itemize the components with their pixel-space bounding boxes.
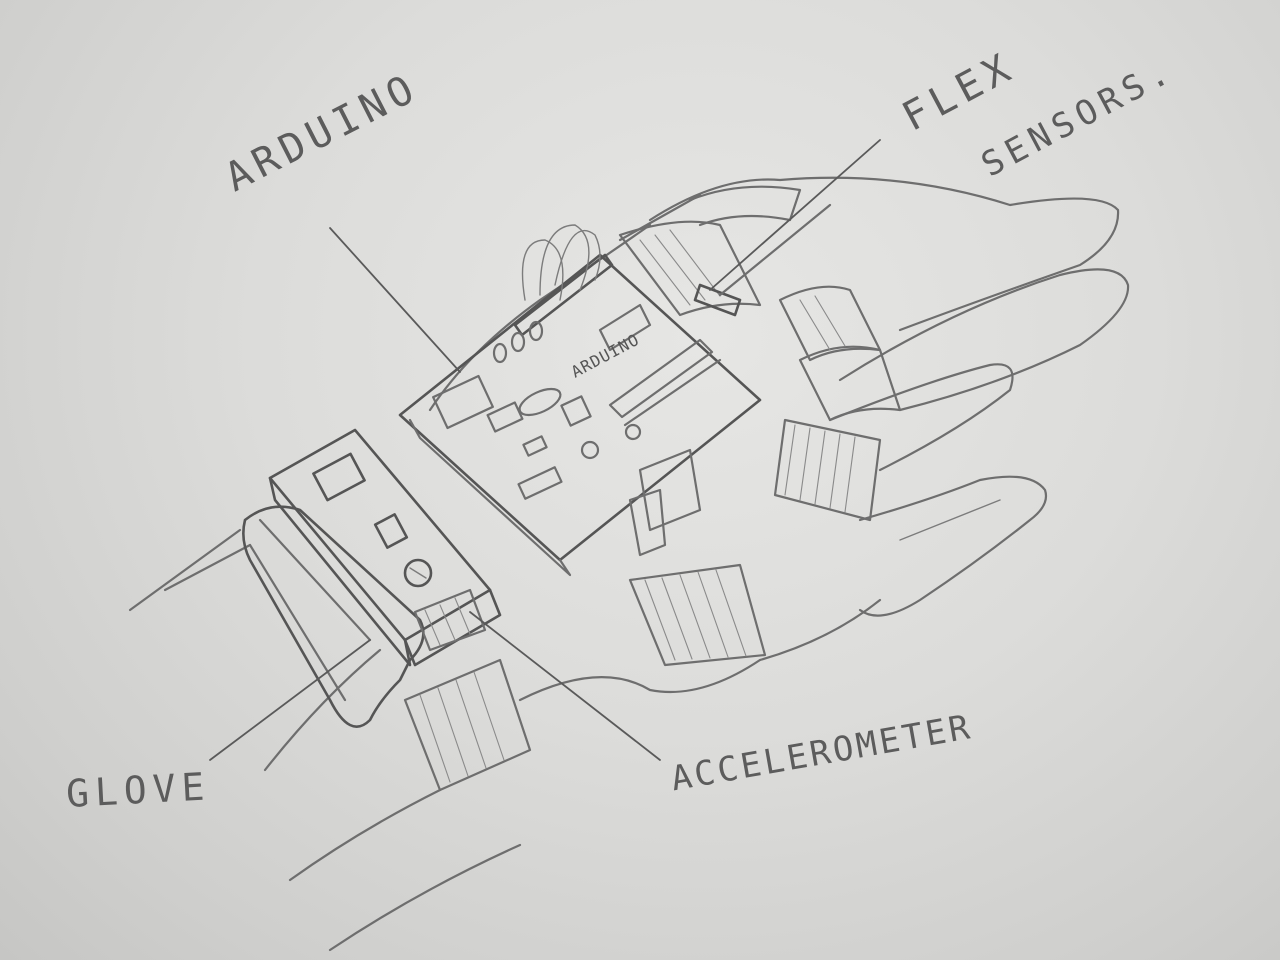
leader-accelerometer — [470, 612, 660, 760]
label-glove: GLOVE — [65, 764, 211, 815]
board-marking: ARDUINO — [568, 330, 643, 382]
flex-sensor-bands — [620, 187, 900, 420]
leader-arduino — [330, 228, 460, 372]
control-box — [270, 430, 500, 665]
leader-flex-sensors — [710, 140, 880, 290]
